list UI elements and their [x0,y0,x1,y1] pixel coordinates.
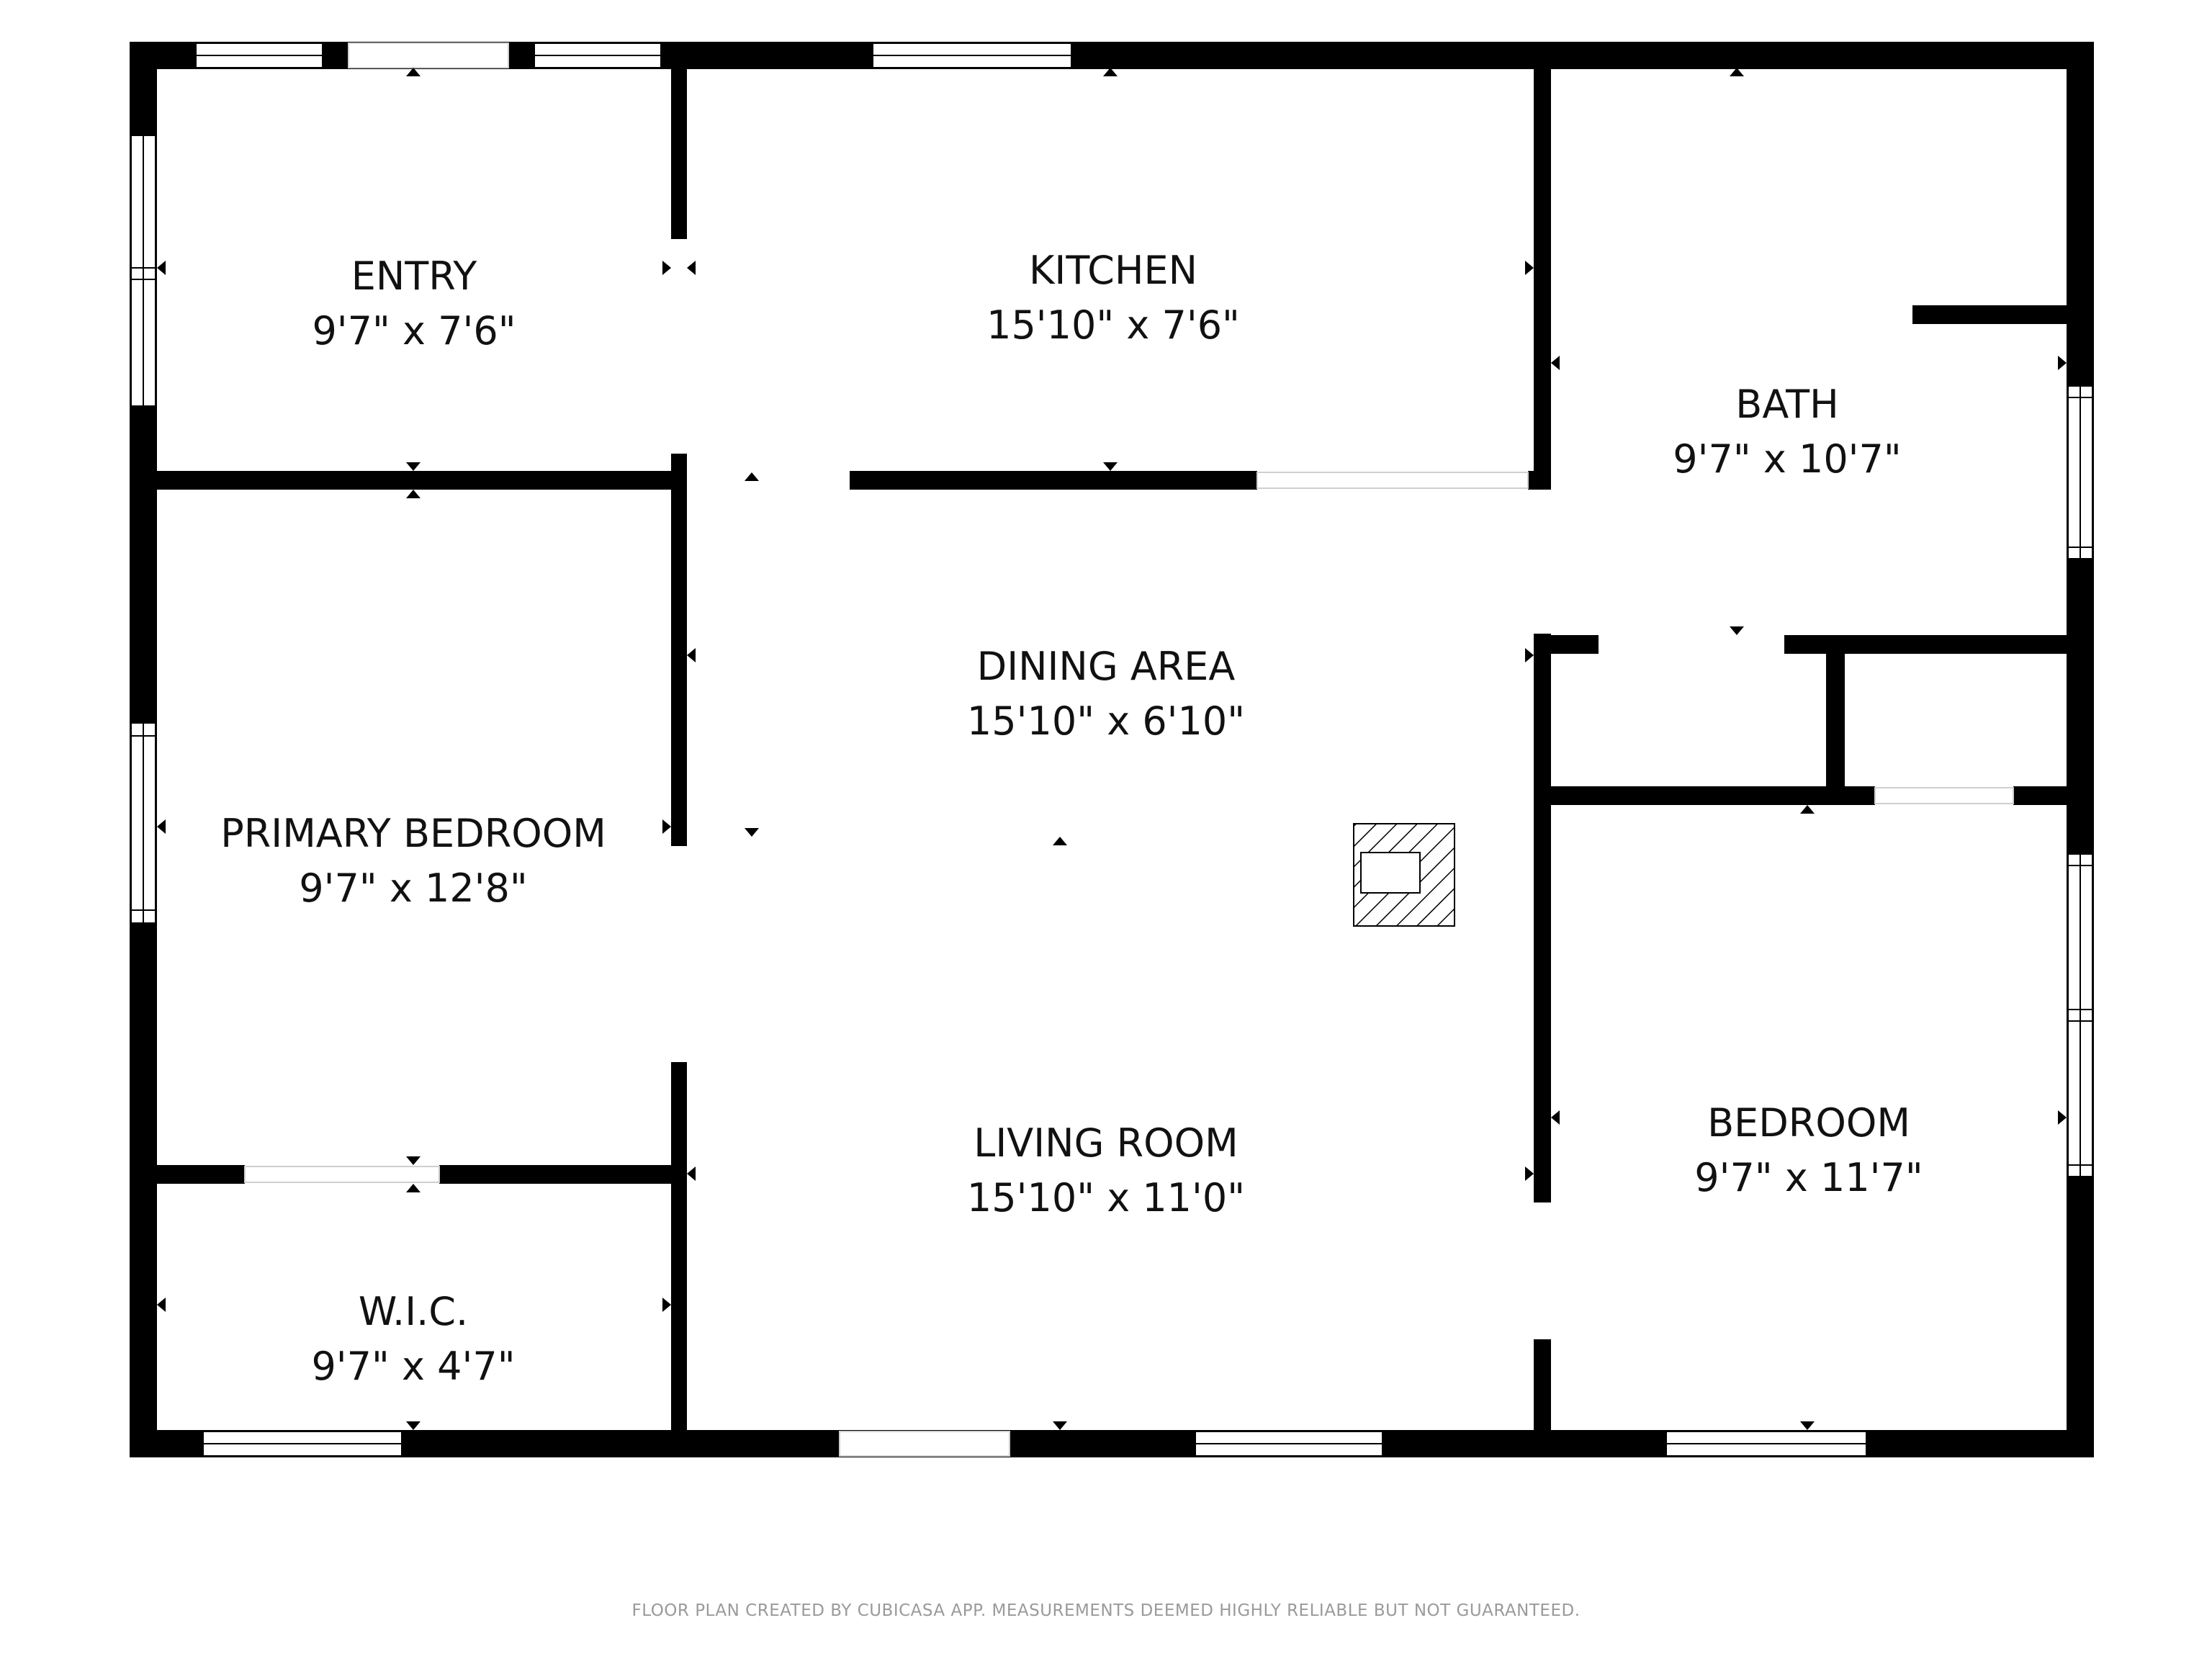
marker [1551,1110,1560,1125]
marker [1053,1421,1067,1430]
marker [406,1184,421,1192]
room-name: W.I.C. [359,1289,468,1334]
marker [1103,462,1118,471]
footer-disclaimer: FLOOR PLAN CREATED BY CUBICASA APP. MEAS… [631,1601,1580,1620]
room-dims: 9'7" x 7'6" [312,308,516,354]
marker [1103,68,1118,76]
window-kitchen-top [872,42,1072,68]
room-name: LIVING ROOM [974,1120,1238,1166]
marker [1800,805,1815,814]
dimension-markers [157,68,2067,1430]
marker [1730,626,1744,635]
closet-opening [1874,787,2014,804]
wall-bedroom-top-a [1541,786,1875,805]
marker [406,462,421,471]
marker [406,1421,421,1430]
wic-door-opening [244,1166,440,1183]
wall-interior-right-c [1534,1339,1551,1455]
room-living-room: LIVING ROOM 15'10" x 11'0" [967,1120,1245,1220]
room-name: PRIMARY BEDROOM [220,811,606,856]
marker [662,819,671,834]
marker [1053,837,1067,845]
room-dims: 9'7" x 4'7" [311,1344,515,1389]
wall-entry-bottom [130,471,677,490]
marker [1551,356,1560,370]
kitchen-dining-opening [1256,472,1529,489]
room-kitchen: KITCHEN 15'10" x 7'6" [986,248,1240,348]
marker [2058,1110,2067,1125]
room-dining-area: DINING AREA 15'10" x 6'10" [967,644,1245,744]
marker [745,472,759,481]
room-primary-bedroom: PRIMARY BEDROOM 9'7" x 12'8" [220,811,606,911]
room-dims: 9'7" x 10'7" [1673,436,1901,482]
marker [687,1166,696,1181]
marker [687,261,696,275]
room-dims: 15'10" x 6'10" [967,698,1245,744]
window-living-bottom [1195,1431,1383,1457]
marker [2058,356,2067,370]
room-dims: 9'7" x 12'8" [299,866,527,911]
room-wic: W.I.C. 9'7" x 4'7" [311,1289,515,1389]
marker [662,261,671,275]
wall-interior-left-c [671,1062,687,1451]
window-entry-left [130,135,156,407]
room-entry: ENTRY 9'7" x 7'6" [312,253,516,354]
marker [157,261,166,275]
wall-wic-top-b [439,1165,677,1184]
marker [662,1298,671,1312]
wall-closet-vertical [1826,644,1845,804]
marker [745,828,759,837]
wall-interior-right-b [1534,634,1551,1202]
marker [406,490,421,498]
wall-interior-left-a [671,58,687,239]
wall-bedroom-top-b [2013,786,2080,805]
room-name: BATH [1735,382,1838,427]
marker [687,648,696,662]
wall-kitchen-bottom [850,471,1257,490]
wall-interior-left-b [671,454,687,846]
marker [1525,1166,1534,1181]
front-door-opening [839,1431,1010,1457]
window-wic-bottom [202,1431,403,1457]
window-primary-bedroom-left [130,722,156,924]
marker [1730,68,1744,76]
openings [244,42,2014,1457]
marker [1525,261,1534,275]
wall-kitchen-stub [1528,471,1551,490]
marker [406,68,421,76]
wall-wic-top-a [130,1165,245,1184]
room-dims: 15'10" x 7'6" [986,302,1240,348]
room-dims: 15'10" x 11'0" [967,1175,1245,1220]
room-labels: ENTRY 9'7" x 7'6" KITCHEN 15'10" x 7'6" … [220,248,1923,1389]
wall-interior-right-a [1534,58,1551,490]
marker [157,819,166,834]
windows [130,42,2093,1457]
window-entry-top-right [534,42,662,68]
wall-bath-bottom-a [1541,635,1599,654]
window-entry-top-left [195,42,323,68]
marker [157,1298,166,1312]
window-bedroom-right [2067,853,2093,1177]
marker [406,1156,421,1165]
wall-right [2067,42,2094,1457]
room-name: BEDROOM [1707,1100,1910,1146]
entry-door-opening [348,42,509,68]
fireplace-icon [1353,823,1455,927]
marker [1525,648,1534,662]
room-name: ENTRY [351,253,478,299]
room-dims: 9'7" x 11'7" [1694,1155,1923,1200]
window-bath-right [2067,385,2093,559]
room-bath: BATH 9'7" x 10'7" [1673,382,1901,482]
window-bedroom-bottom [1665,1431,1867,1457]
room-name: DINING AREA [977,644,1236,689]
room-name: KITCHEN [1029,248,1197,293]
room-bedroom: BEDROOM 9'7" x 11'7" [1694,1100,1923,1200]
marker [1800,1421,1815,1430]
wall-bath-stub [1912,305,2078,324]
